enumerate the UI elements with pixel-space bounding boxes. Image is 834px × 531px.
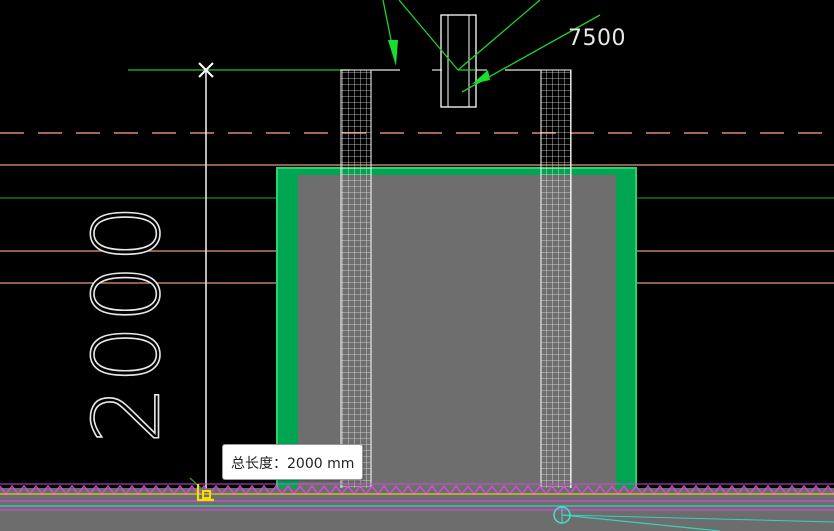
tooltip-label: 总长度：: [231, 456, 287, 472]
leader-lines: [382, 0, 601, 93]
post-element[interactable]: [440, 14, 477, 108]
dimension-text-7500: 7500: [568, 26, 626, 51]
perpendicular-snap-icon: [189, 477, 214, 502]
endpoint-cross-marker[interactable]: [198, 62, 214, 78]
dimension-text-2000: 2000: [73, 201, 182, 445]
reference-lines: [0, 69, 834, 284]
length-tooltip: 总长度：2000 mm: [222, 444, 364, 480]
circle-grip-marker[interactable]: [553, 506, 571, 524]
tooltip-value: 2000 mm: [287, 456, 355, 472]
column-right[interactable]: [540, 69, 572, 496]
column-left[interactable]: [340, 69, 372, 496]
ground-bands: [0, 483, 834, 531]
